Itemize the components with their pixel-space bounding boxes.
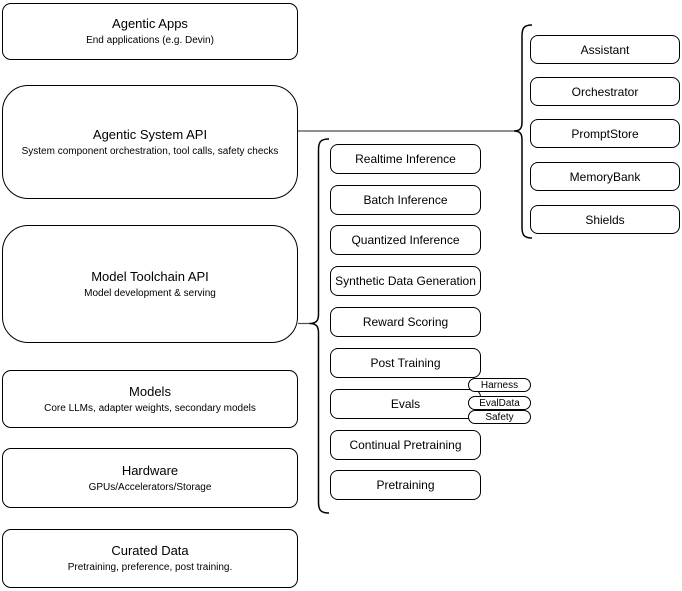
toolchain-item-quantized-inference: Quantized Inference [330,225,481,255]
node-subtitle: Pretraining, preference, post training. [67,562,233,573]
eval-badge-harness: Harness [468,378,531,392]
toolchain-item-evals: Evals [330,389,481,419]
node-title: Model Toolchain API [91,268,209,284]
toolchain-item-continual-pretraining: Continual Pretraining [330,430,481,460]
toolchain-brace [309,138,330,514]
node-subtitle: GPUs/Accelerators/Storage [88,481,212,493]
system-component-shields: Shields [530,205,680,234]
node-title: Agentic System API [92,126,208,142]
node-model-toolchain-api: Model Toolchain API Model development & … [2,225,298,343]
node-curated-data: Curated Data Pretraining, preference, po… [2,529,298,588]
node-subtitle: Core LLMs, adapter weights, secondary mo… [44,402,256,414]
system-component-promptstore: PromptStore [530,119,680,148]
system-component-memorybank: MemoryBank [530,162,680,191]
node-title: Curated Data [111,543,189,558]
node-models: Models Core LLMs, adapter weights, secon… [2,370,298,428]
eval-badge-evaldata: EvalData [468,396,531,410]
system-component-assistant: Assistant [530,35,680,64]
toolchain-item-reward-scoring: Reward Scoring [330,307,481,337]
node-hardware: Hardware GPUs/Accelerators/Storage [2,448,298,508]
node-subtitle: End applications (e.g. Devin) [86,35,214,46]
node-agentic-apps: Agentic Apps End applications (e.g. Devi… [2,3,298,60]
node-title: Hardware [121,462,179,478]
node-agentic-system-api: Agentic System API System component orch… [2,85,298,199]
node-title: Models [129,383,171,399]
node-title: Agentic Apps [112,16,188,31]
eval-badge-safety: Safety [468,410,531,424]
node-subtitle: System component orchestration, tool cal… [21,145,279,157]
toolchain-item-pretraining: Pretraining [330,470,481,500]
node-subtitle: Model development & serving [84,287,216,299]
system-component-orchestrator: Orchestrator [530,77,680,106]
toolchain-item-realtime-inference: Realtime Inference [330,144,481,174]
toolchain-item-batch-inference: Batch Inference [330,185,481,215]
toolchain-item-post-training: Post Training [330,348,481,378]
toolchain-item-synthetic-data-generation: Synthetic Data Generation [330,266,481,296]
